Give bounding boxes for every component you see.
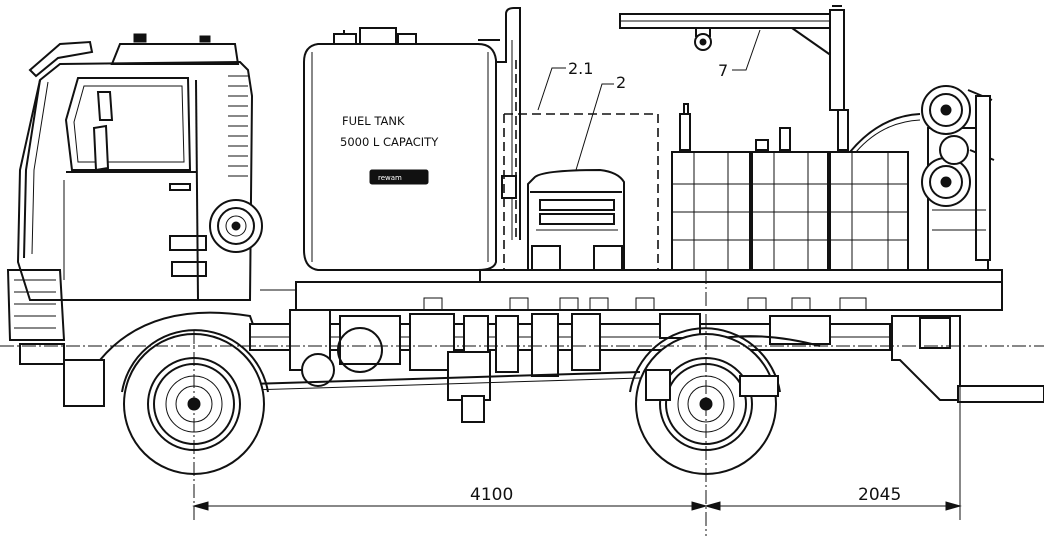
dimension-wheelbase: 4100 [470,485,513,505]
rear-wheel [629,327,781,475]
generator-unit: 2 [527,73,626,271]
dimension-lines: 4100 2045 [0,270,1044,536]
tank-label-line2: 5000 L CAPACITY [340,135,439,149]
cab-side-grille [228,75,248,177]
storage-modules [671,103,921,271]
dimension-rear-overhang: 2045 [858,485,901,505]
fuel-tank: FUEL TANK 5000 L CAPACITY rewam [303,7,521,271]
enclosure-2-1: 2.1 [503,59,659,270]
tank-label-line1: FUEL TANK [342,114,405,128]
callout-7: 7 [718,61,728,80]
front-wheel [121,329,269,475]
jib-crane: 7 [619,5,845,111]
hose-reel-front [209,199,263,253]
tank-brand-plate: rewam [378,174,402,182]
callout-2-1: 2.1 [568,59,593,78]
callout-2: 2 [616,73,626,92]
hose-reels-rear [921,85,995,271]
flatbed-chassis [249,269,1044,423]
truck-cab [6,33,263,407]
crane-hook [694,27,712,51]
